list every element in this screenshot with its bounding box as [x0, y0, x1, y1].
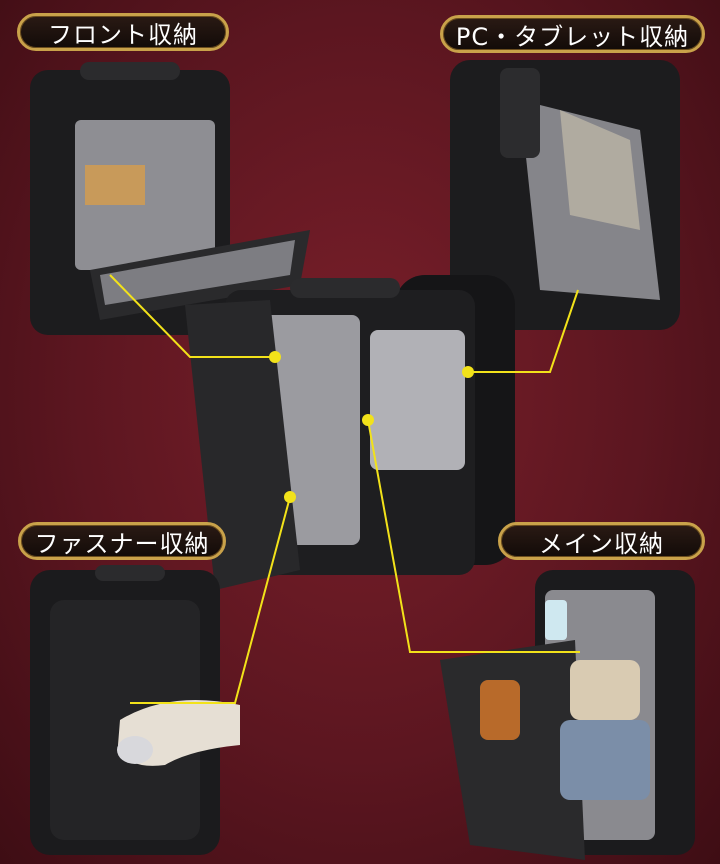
backpack-front-storage: [30, 62, 310, 335]
callout-main: [367, 419, 580, 653]
label-pc-tablet-storage: PC・タブレット収納: [440, 15, 705, 53]
backpack-main-storage: [440, 570, 695, 860]
callout-dots: [269, 351, 474, 503]
callout-zipper: [130, 496, 291, 704]
backpack-zipper-storage: [30, 565, 240, 855]
backpack-pc-tablet: [450, 60, 680, 330]
callout-pc-tablet: [468, 289, 579, 373]
backpack-center: [185, 275, 515, 590]
callout-lines: [109, 274, 580, 704]
label-zipper-storage: ファスナー収納: [18, 522, 226, 560]
label-main-storage: メイン収納: [498, 522, 705, 560]
callout-front: [109, 274, 275, 358]
label-front-storage: フロント収納: [17, 13, 229, 51]
